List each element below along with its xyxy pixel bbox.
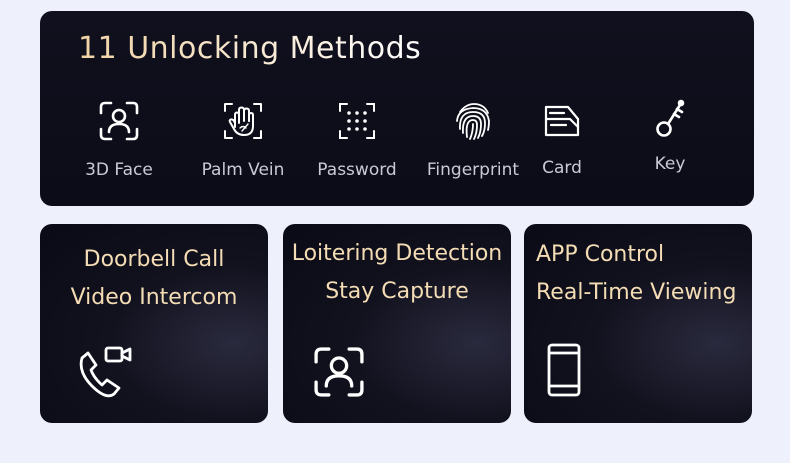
method-card: Card [507,99,617,178]
card-title-line1: Doorbell Call [83,247,225,272]
card-title-line1: APP Control [536,242,665,267]
face-scan-icon [314,347,364,397]
card-title-line1: Loitering Detection [291,241,503,266]
panel-title: 11 Unlocking Methods [78,31,422,66]
method-label: Password [317,160,397,180]
card-title-line2: Real-Time Viewing [536,280,737,305]
method-fingerprint: Fingerprint [418,99,528,180]
method-label: Card [542,158,582,178]
feature-card-doorbell: Doorbell Call Video Intercom [40,224,268,423]
method-label: Fingerprint [426,160,520,180]
method-palm-vein: Palm Vein [188,99,298,180]
key-icon [656,99,685,137]
keypad-icon [339,103,375,139]
feature-card-loitering: Loitering Detection Stay Capture [283,224,511,423]
card-title-line2: Stay Capture [325,279,469,304]
phone-video-icon [79,346,132,398]
method-label: Palm Vein [201,160,285,180]
unlocking-methods-panel: 11 Unlocking Methods 3D Face Palm Vein [40,11,754,206]
face-scan-icon [99,101,139,141]
method-label: 3D Face [85,160,153,180]
smartphone-icon [547,343,581,397]
method-key: Key [615,97,725,174]
card-title-line2: Video Intercom [70,285,238,310]
method-3d-face: 3D Face [64,99,174,180]
palm-vein-icon [224,103,262,139]
card-icon [544,105,580,137]
method-password: Password [302,99,412,180]
feature-card-app: APP Control Real-Time Viewing [524,224,752,423]
method-label: Key [654,154,686,174]
fingerprint-icon [456,103,490,140]
